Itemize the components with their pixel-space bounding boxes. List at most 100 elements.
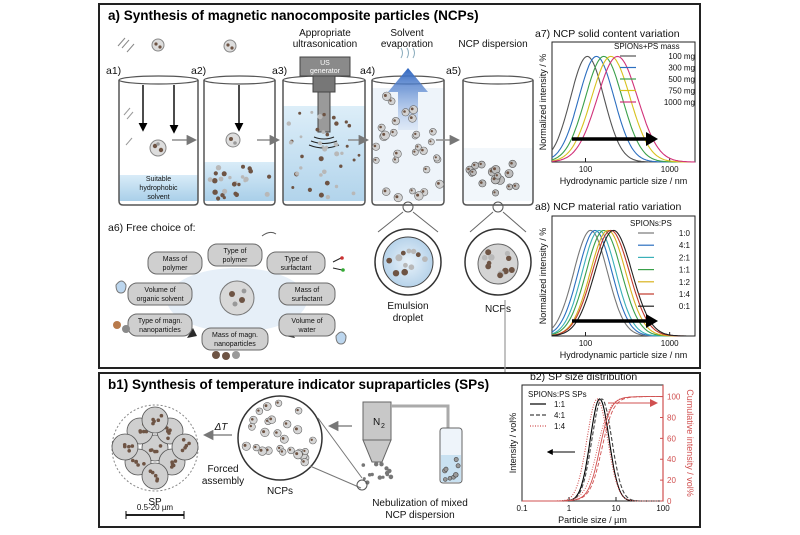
particle [455,463,461,469]
delta-t-label: ΔT [214,422,229,433]
particle [322,112,326,117]
particle-core [409,116,413,119]
particle-core [251,418,254,421]
scale-bar-label: 0.5-20 µm [137,503,174,512]
particle [260,427,270,438]
forced-assembly-line1: Forced [207,464,238,475]
particle-core [467,167,470,171]
legend-label: 2:1 [679,253,691,262]
particle [325,132,330,137]
n2-label: N [373,417,380,428]
legend-label: 1:1 [554,400,566,409]
particle [351,191,356,196]
particle [318,141,322,146]
legend-label: 0:1 [679,302,691,311]
solvent-label-line3: solvent [147,194,169,201]
us-generator-line2: generator [310,68,341,75]
y-axis-label: Normalized intensity / % [538,228,548,325]
particle [228,175,232,180]
particle [308,436,317,445]
step-label-a1: a1) [106,65,121,77]
particle-core [507,185,510,188]
panel-b-title: b1) Synthesis of temperature indicator s… [108,377,489,392]
legend-label: 4:1 [679,241,691,250]
particle [347,123,352,128]
ncp-cloud: NCPs [237,395,363,497]
particle-core [429,140,432,143]
free-choice-label: a6) Free choice of: [108,222,196,234]
particle [371,142,380,151]
particle-core [281,437,285,440]
nebulization-line2: NCP dispersion [385,510,454,521]
nebulizer: N 2 Nebulization of mixed NCP dispersion [356,401,468,521]
particle [319,173,323,177]
choice-volume-solvent-1: Volume of [144,287,175,294]
particle [221,171,227,177]
particle [345,144,349,148]
particle-core [395,195,399,199]
y2-axis-label: Cumulative intensity / vol% [685,389,695,497]
particle [293,449,303,460]
choice-diagram: Mass of polymer Type of polymer Type of … [113,231,347,360]
particle-core [303,449,306,452]
solvent-label-line1: Suitable [146,176,171,183]
particle [393,149,402,159]
particle [249,415,258,425]
sp-core [130,444,135,448]
sp-core [180,448,185,453]
sp-core [123,444,127,449]
particle [340,151,344,155]
emulsion-droplet: Emulsion droplet [374,211,442,324]
cumulative-line [522,396,663,502]
particle-core [302,460,305,463]
particle-core [249,424,252,428]
particle-core [262,430,266,434]
particle [412,130,421,139]
particle-core [275,431,278,434]
particle-core [479,162,482,166]
step-title-a5: NCP dispersion [458,39,527,50]
particle-core [424,167,427,171]
particle [486,260,492,266]
emulsion-label-line1: Emulsion [387,301,428,312]
beaker-a5 [462,75,534,213]
particle [453,457,459,462]
particle [222,188,228,194]
particle-core [389,99,392,102]
sp-core [184,443,189,448]
particle [322,146,328,152]
y2-tick-label: 20 [667,476,676,485]
particle [222,196,226,200]
sp-core [187,441,191,446]
particle-core [493,167,496,171]
choice-mass-surfactant-1: Mass of [295,287,320,294]
x-tick-label: 100 [656,504,670,513]
y2-tick-label: 60 [667,434,676,443]
particle [388,474,394,480]
particle [218,176,224,182]
particle-core [383,189,387,193]
particle-core [506,171,510,175]
choice-type-surfactant-1: Type of [285,256,308,263]
choice-type-surfactant-2: surfactant [281,265,312,272]
y2-tick-label: 40 [667,455,676,464]
particle-core [393,158,396,161]
sp-core [127,449,131,453]
sp-core [171,463,176,468]
particle [408,264,415,271]
particle [403,262,408,268]
particle [216,196,221,201]
particle-core [284,422,288,425]
particle-core [471,170,474,173]
particle [248,422,256,431]
particle [273,429,282,438]
particle [318,192,324,198]
choice-mass-magn-1: Mass of magn. [212,332,258,339]
particle [310,110,314,114]
particle [414,191,424,201]
particle [443,477,448,482]
particle-core [257,409,260,412]
particle [435,179,445,189]
